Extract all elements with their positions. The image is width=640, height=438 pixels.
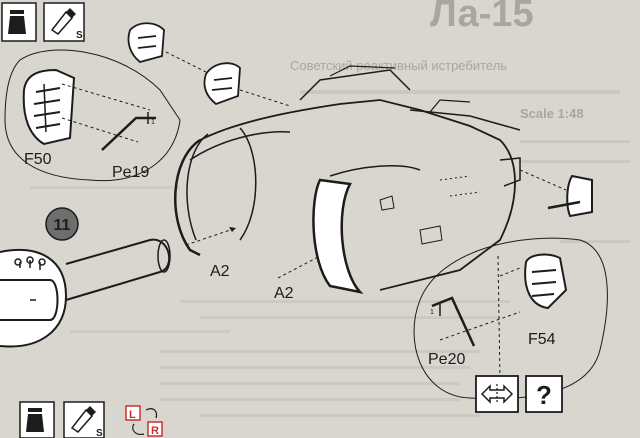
label-pe19: Pe19 bbox=[112, 164, 149, 181]
part-f54 bbox=[524, 253, 568, 310]
arrow-line-a2-upper bbox=[185, 227, 237, 246]
part-intake-top-right bbox=[203, 62, 241, 106]
fuselage-nose-assembly bbox=[174, 65, 521, 294]
top-paint-icon bbox=[1, 2, 37, 42]
part-rod bbox=[547, 200, 581, 210]
pe20-flag: 1 bbox=[430, 309, 434, 316]
part-pe19: 1 bbox=[101, 112, 156, 151]
part-pe20: 1 bbox=[430, 296, 476, 347]
arrow-line-a2-lower bbox=[277, 255, 321, 279]
question-icon: ? bbox=[525, 375, 563, 413]
arrow-head bbox=[229, 227, 236, 232]
bottom-glue-badge: S bbox=[96, 428, 103, 438]
bg-subtitle: Советский реактивный истребитель bbox=[290, 58, 507, 73]
label-a2-upper: A2 bbox=[210, 263, 230, 280]
pe19-flag: 1 bbox=[151, 119, 155, 126]
bottom-glue-icon: S bbox=[63, 401, 105, 438]
bottom-paint-icon bbox=[19, 401, 55, 438]
badge-l: L bbox=[129, 409, 136, 421]
bg-title: Ла-15 bbox=[430, 0, 534, 35]
label-pe20: Pe20 bbox=[428, 351, 465, 368]
bg-scale: Scale 1:48 bbox=[520, 106, 584, 121]
part-f50 bbox=[22, 68, 76, 146]
badge-r: R bbox=[151, 425, 159, 437]
callout-left: 1 bbox=[4, 49, 181, 182]
part-intake-top-left bbox=[127, 22, 165, 63]
label-f54: F54 bbox=[528, 331, 556, 348]
callout-right: 1 bbox=[413, 237, 608, 400]
background-text: Ла-15 Советский реактивный истребитель S… bbox=[30, 0, 630, 417]
step-number: 11 bbox=[54, 217, 71, 234]
swap-direction-icon bbox=[475, 375, 519, 413]
question-mark: ? bbox=[536, 380, 552, 410]
engine-shaft-assembly bbox=[0, 238, 171, 348]
label-f50: F50 bbox=[24, 151, 52, 168]
part-right-cap bbox=[566, 174, 593, 218]
arrow-line bbox=[519, 169, 567, 191]
step-number-badge: 11 bbox=[45, 207, 79, 241]
arrow-line bbox=[165, 51, 207, 73]
label-a2-lower: A2 bbox=[274, 285, 294, 302]
top-glue-icon: S bbox=[43, 2, 85, 42]
top-glue-badge: S bbox=[76, 30, 83, 41]
arrow-line bbox=[239, 89, 291, 107]
left-right-swap-icon: L R bbox=[125, 405, 163, 437]
